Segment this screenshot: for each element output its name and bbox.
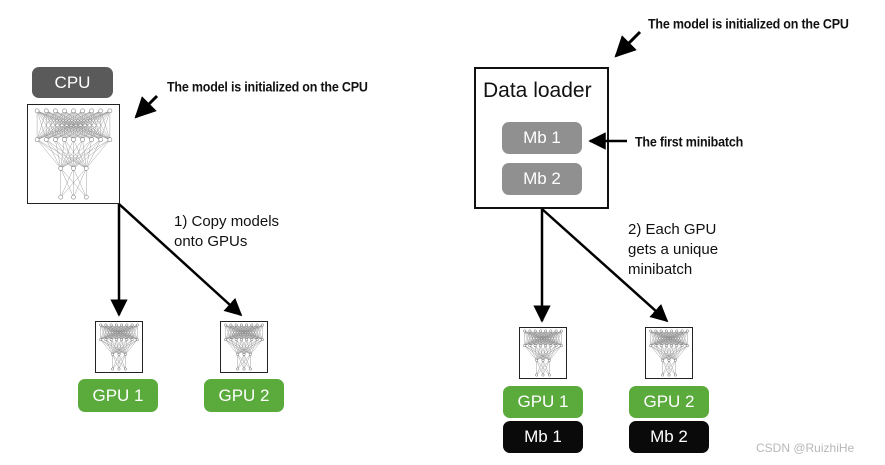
arrow-icon — [118, 203, 243, 317]
cpu-label: CPU — [32, 67, 113, 98]
gpu2-label-right: GPU 2 — [629, 386, 709, 418]
gpu2-model-network-icon — [220, 321, 268, 373]
gpu1-label-right: GPU 1 — [503, 386, 583, 418]
note-model-initialized-cpu-left: The model is initialized on the CPU — [167, 79, 368, 95]
gpu2-model-network-icon-right — [645, 327, 693, 379]
gpu1-model-network-icon — [95, 321, 143, 373]
gpu2-minibatch: Mb 2 — [629, 421, 709, 453]
step-each-gpu-label: 2) Each GPU gets a unique minibatch — [628, 221, 719, 278]
loader-minibatch-1: Mb 1 — [502, 122, 582, 154]
gpu1-minibatch: Mb 1 — [503, 421, 583, 453]
gpu1-model-network-icon-right — [519, 327, 567, 379]
data-loader-title: Data loader — [483, 79, 592, 102]
arrow-icon — [541, 208, 669, 323]
note-model-initialized-cpu-right: The model is initialized on the CPU — [648, 16, 849, 32]
note-first-minibatch: The first minibatch — [635, 134, 744, 150]
gpu1-label: GPU 1 — [78, 379, 158, 412]
gpu2-label: GPU 2 — [204, 379, 284, 412]
loader-minibatch-2: Mb 2 — [502, 163, 582, 195]
watermark: CSDN @RuizhiHe — [756, 441, 855, 455]
arrow-icon — [134, 94, 159, 119]
arrow-icon — [614, 30, 642, 58]
step-copy-models-label: 1) Copy models onto GPUs — [174, 213, 280, 250]
cpu-model-network-icon — [27, 104, 120, 204]
